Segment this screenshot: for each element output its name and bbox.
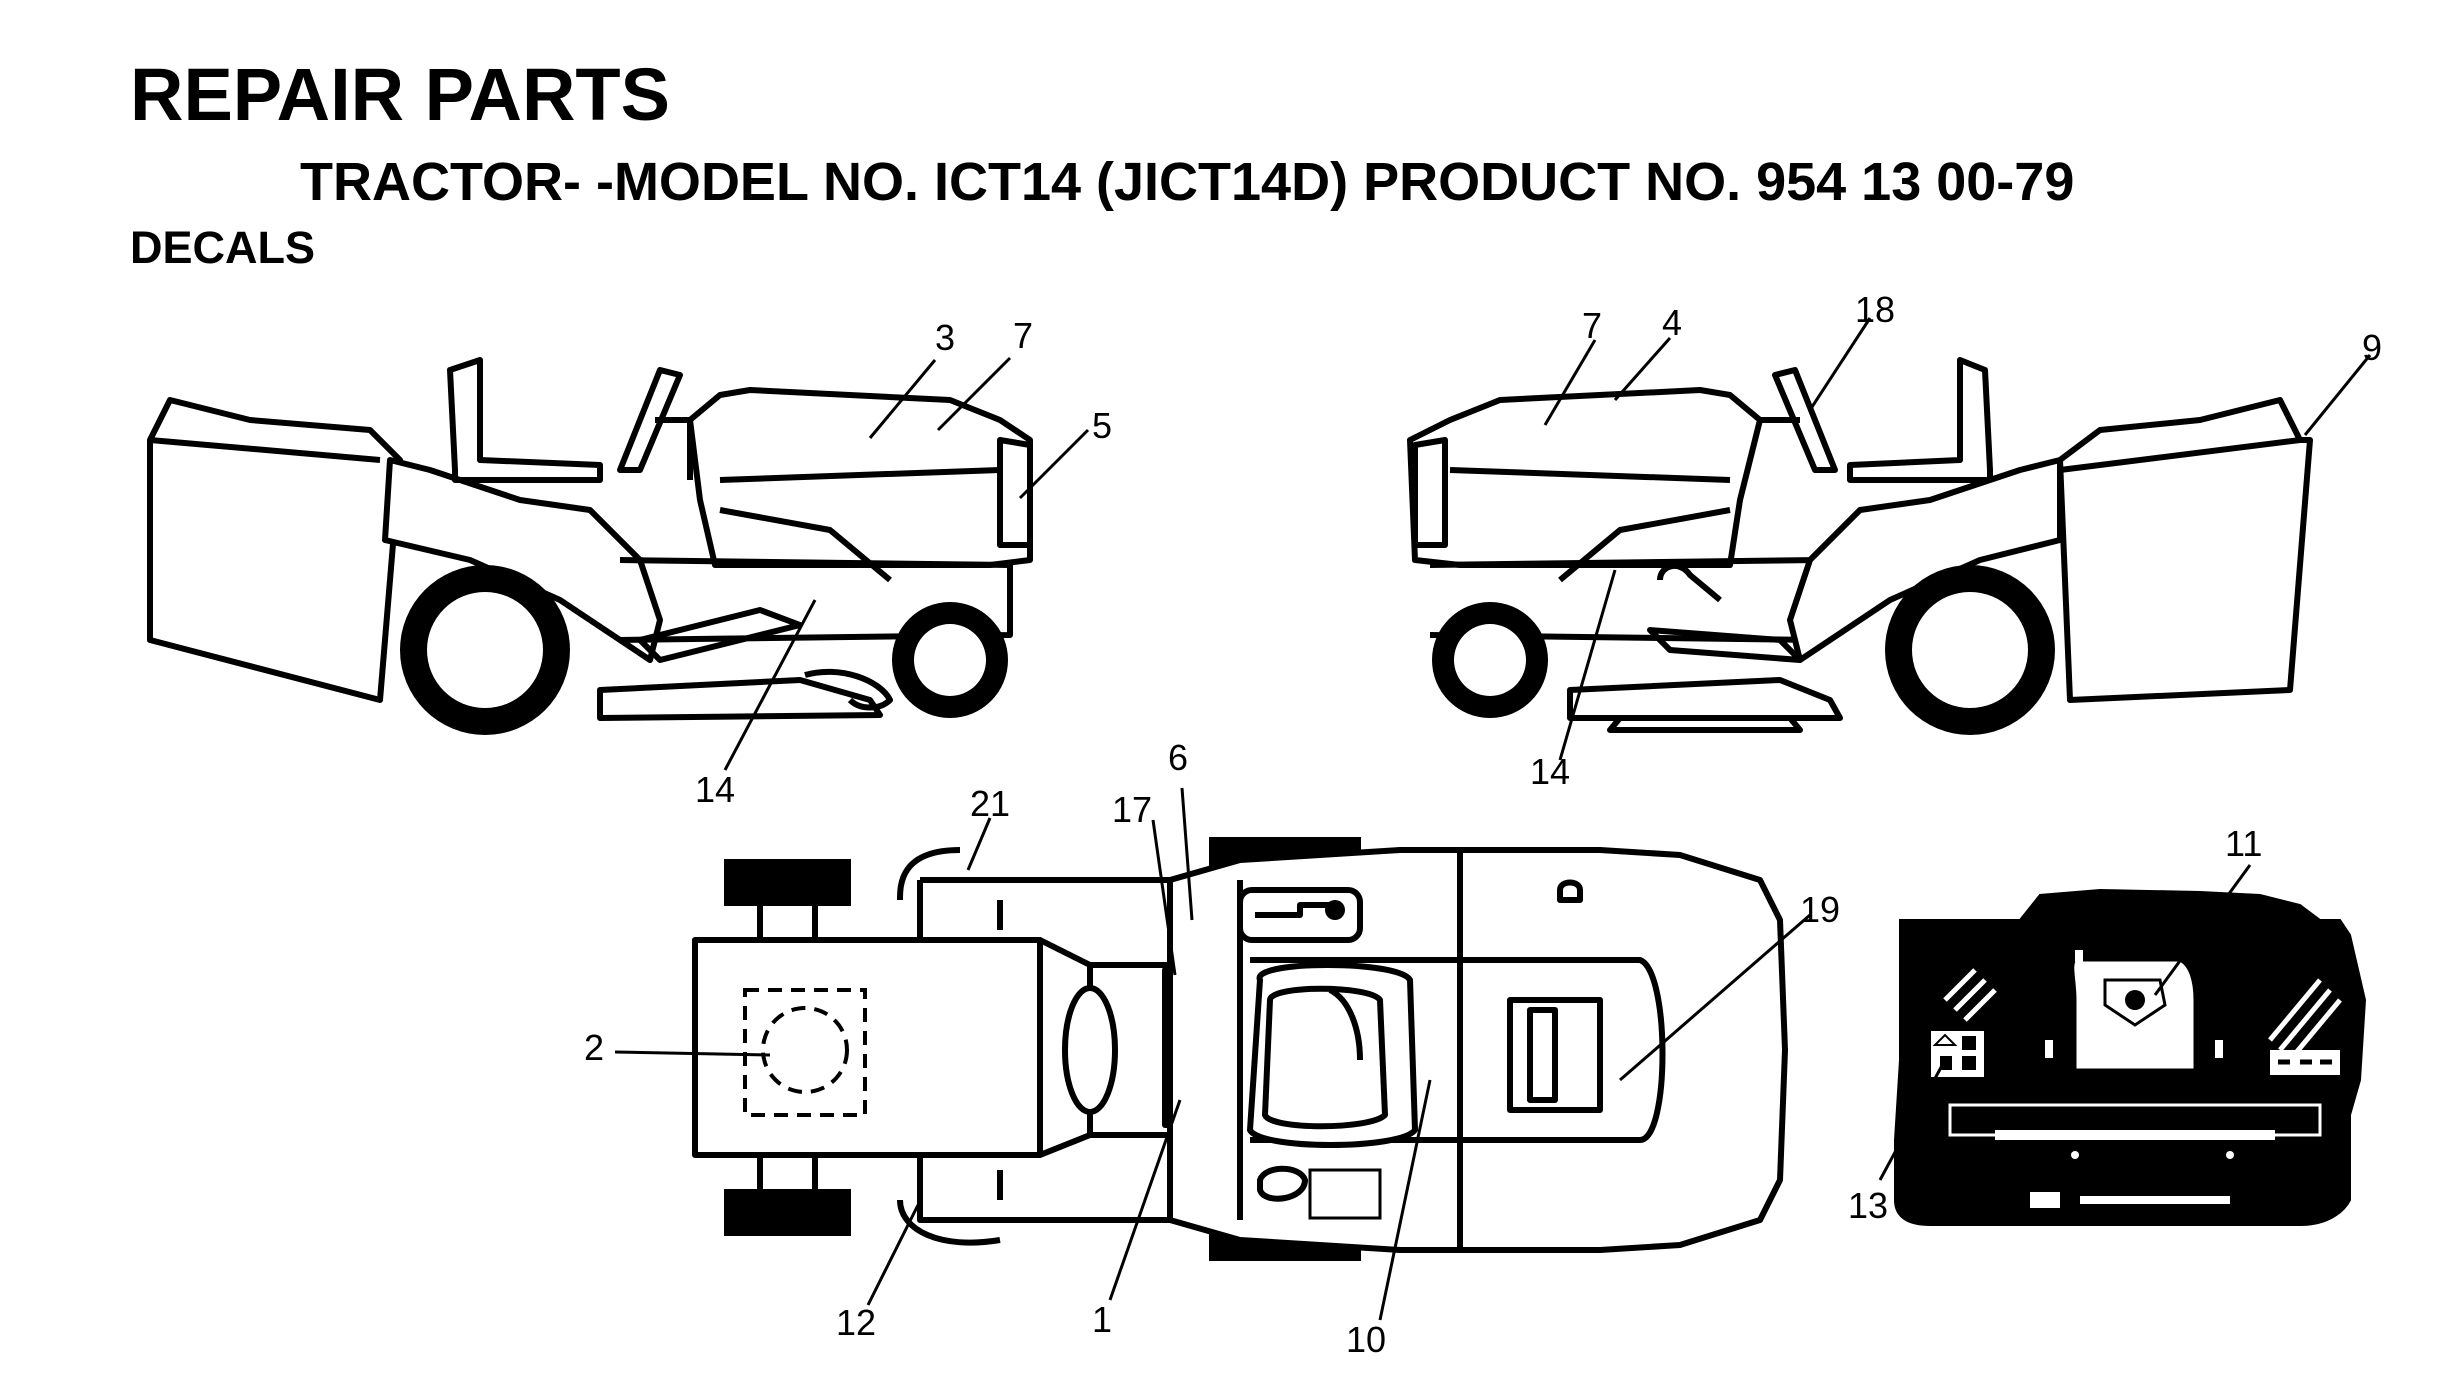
tractor-left-side-view <box>147 357 1033 735</box>
callout-7-left: 7 <box>1013 315 1033 356</box>
model-product-subtitle: TRACTOR- -MODEL NO. ICT14 (JICT14D) PROD… <box>300 152 2075 212</box>
callout-3-left: 3 <box>935 317 955 358</box>
callout-19-top: 19 <box>1800 889 1840 930</box>
callout-11-panel: 11 <box>2225 823 2262 864</box>
callout-9-right: 9 <box>2362 327 2382 368</box>
page-title: REPAIR PARTS <box>130 53 670 136</box>
callout-5-left: 5 <box>1092 405 1112 446</box>
callout-18-right: 18 <box>1855 289 1895 330</box>
callout-21-top: 21 <box>970 783 1010 824</box>
callout-1-top: 1 <box>1092 1299 1112 1340</box>
callout-13-panel: 13 <box>1848 1185 1888 1226</box>
callout-10-top: 10 <box>1346 1319 1386 1360</box>
tractor-right-side-view <box>1407 357 2313 735</box>
callout-leader-lines <box>614 317 2372 1321</box>
control-panel-view <box>1894 888 2367 1226</box>
callout-14-left: 14 <box>695 769 735 810</box>
callout-17-top: 17 <box>1112 789 1152 830</box>
tractor-top-view <box>692 837 1788 1261</box>
callout-12-top: 12 <box>836 1302 876 1343</box>
callout-6-top: 6 <box>1168 737 1188 778</box>
callout-7-right: 7 <box>1582 305 1602 346</box>
callout-14-right: 14 <box>1530 751 1570 792</box>
callout-labels: 3 7 5 14 7 4 18 9 14 21 17 6 19 2 12 1 1… <box>584 289 2382 1360</box>
callout-2-top: 2 <box>584 1027 604 1068</box>
section-title-decals: DECALS <box>130 222 316 273</box>
callout-4-right: 4 <box>1662 302 1682 343</box>
